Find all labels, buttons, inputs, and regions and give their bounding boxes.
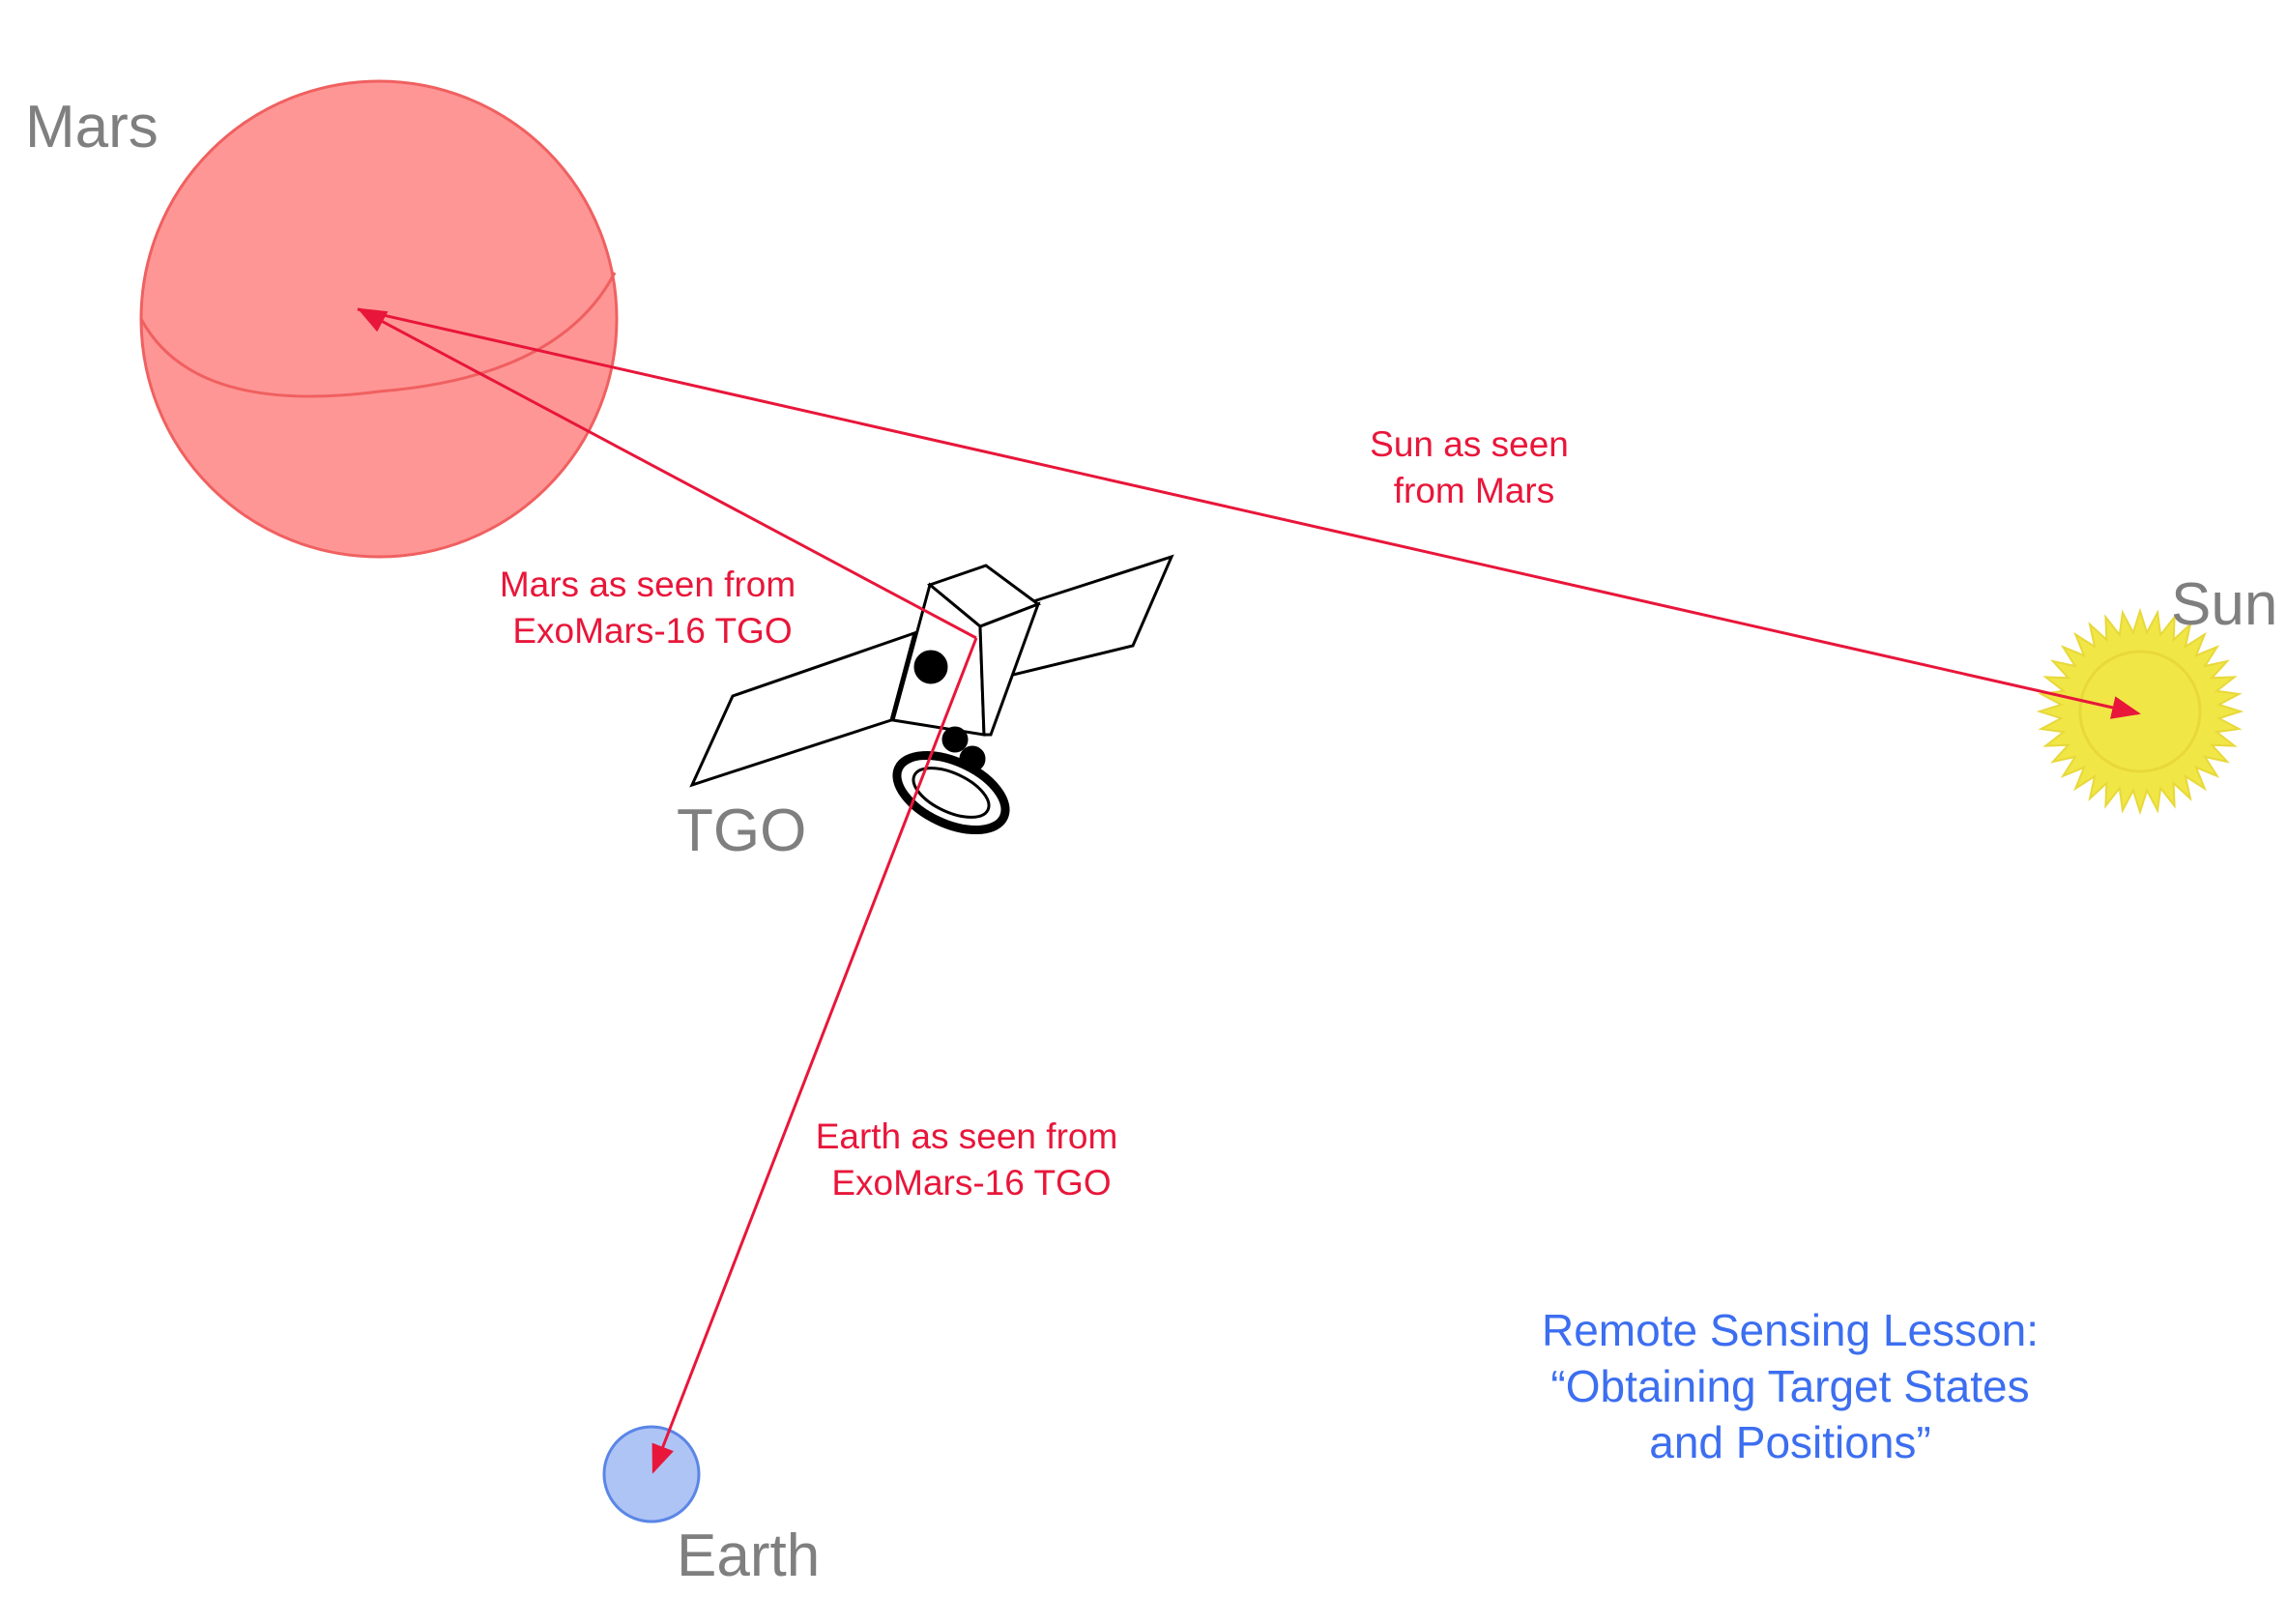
earth-label: Earth bbox=[677, 1522, 820, 1589]
sun-label: Sun bbox=[2171, 571, 2277, 638]
earth-planet bbox=[602, 1425, 701, 1523]
lesson-title-line-2: “Obtaining Target States bbox=[1550, 1361, 2029, 1411]
sun-from-mars-label-1: Sun as seen bbox=[1370, 424, 1569, 464]
vector-mars-from-tgo bbox=[357, 307, 977, 640]
sun-from-mars-label-2: from Mars bbox=[1394, 471, 1555, 510]
earth-from-tgo-label-2: ExoMars-16 TGO bbox=[831, 1163, 1111, 1203]
tgo-spacecraft-icon bbox=[689, 554, 1174, 835]
mars-from-tgo-label-2: ExoMars-16 TGO bbox=[512, 611, 792, 651]
earth-from-tgo-label-1: Earth as seen from bbox=[816, 1116, 1118, 1156]
left-solar-panel bbox=[689, 630, 917, 788]
bus-side bbox=[978, 601, 1041, 737]
vector-earth-from-tgo bbox=[651, 637, 978, 1474]
tgo-label: TGO bbox=[677, 798, 806, 864]
lesson-title-line-3: and Positions” bbox=[1649, 1417, 1931, 1467]
sun-star bbox=[2036, 607, 2244, 816]
mars-label: Mars bbox=[25, 94, 159, 160]
vector-sun-from-mars bbox=[357, 307, 2141, 719]
lesson-title-line-1: Remote Sensing Lesson: bbox=[1542, 1305, 2039, 1355]
mars-from-tgo-label-1: Mars as seen from bbox=[500, 565, 796, 604]
